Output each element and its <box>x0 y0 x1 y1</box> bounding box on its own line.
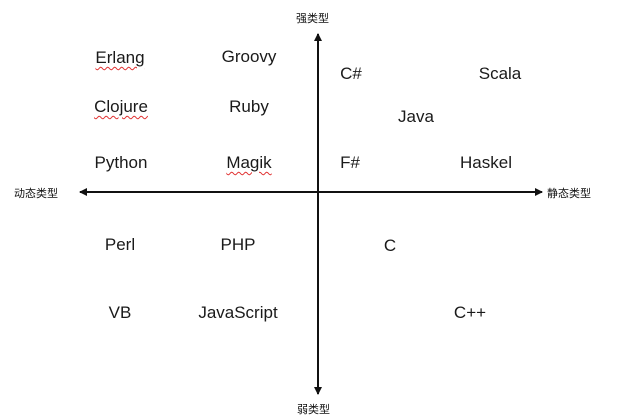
language-clojure: Clojure <box>94 97 148 116</box>
language-vb: VB <box>108 303 132 322</box>
axis-label-weak-typing: 弱类型 <box>297 403 330 416</box>
language-scala: Scala <box>478 64 522 83</box>
axis-label-dynamic-typing: 动态类型 <box>14 187 58 200</box>
language-groovy: Groovy <box>221 47 277 66</box>
language-magik: Magik <box>226 153 272 172</box>
language-erlang: Erlang <box>95 48 145 67</box>
language-haskel: Haskel <box>460 153 512 172</box>
language-java: Java <box>398 107 434 126</box>
axis-label-strong-typing: 强类型 <box>296 12 329 25</box>
language-fsharp: F# <box>340 153 360 172</box>
language-javascript: JavaScript <box>198 303 278 322</box>
language-perl: Perl <box>104 235 136 254</box>
language-php: PHP <box>220 235 256 254</box>
language-cpp: C++ <box>453 303 487 322</box>
language-c: C <box>383 236 397 255</box>
language-csharp: C# <box>340 64 362 83</box>
language-ruby: Ruby <box>229 97 269 116</box>
axis-label-static-typing: 静态类型 <box>547 187 591 200</box>
language-python: Python <box>94 153 148 172</box>
